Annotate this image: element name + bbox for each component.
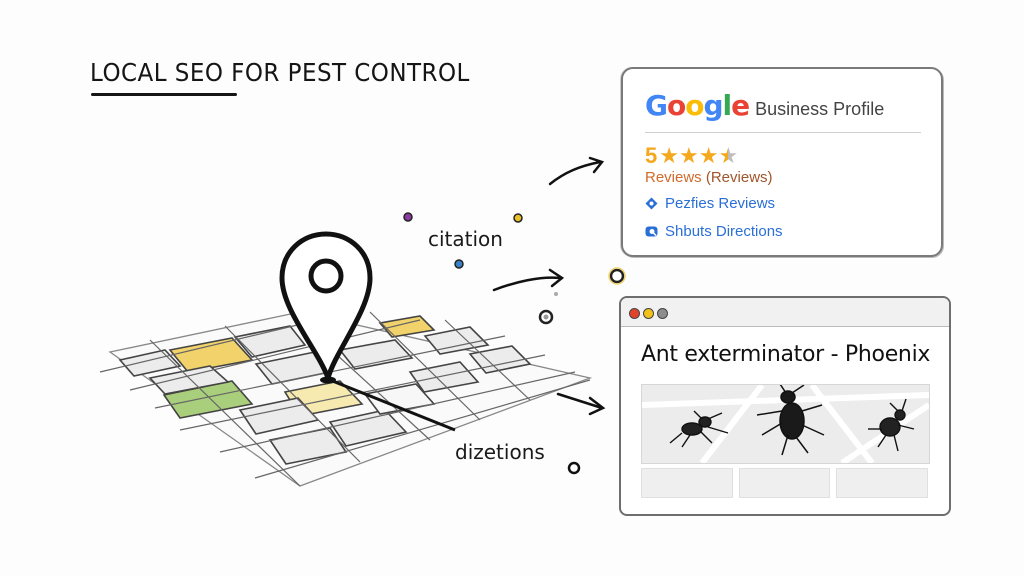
arrow-to-browser: [556, 392, 604, 410]
citation-label: citation: [428, 227, 503, 251]
map-tiles: [118, 315, 532, 465]
google-logo: Google: [645, 89, 750, 122]
rating-value: 5: [645, 143, 658, 168]
reviews-link[interactable]: Pezfies Reviews: [645, 195, 775, 212]
page-title: LOCAL SEO FOR PEST CONTROL: [90, 58, 470, 87]
map-pin-icon: [279, 231, 373, 384]
hero-image: [641, 384, 930, 464]
maximize-button[interactable]: [657, 308, 668, 319]
star-icon: ★: [698, 143, 719, 168]
tag-icon: [645, 197, 658, 210]
title-underline: [91, 93, 237, 96]
ant-icon: [669, 410, 729, 448]
rating-row: 5 ★ ★ ★ ★: [645, 143, 738, 169]
bug-icon: [868, 398, 915, 452]
star-icon: ★: [659, 143, 679, 168]
arrows: [492, 156, 606, 416]
star-icon: ★: [678, 143, 699, 168]
webpage-heading: Ant exterminator - Phoenix: [641, 342, 931, 367]
tile-yellow-2: [378, 315, 436, 338]
directions-line: [329, 378, 456, 432]
gbp-header: Google Business Profile: [645, 89, 884, 122]
page-content-placeholder: [641, 468, 929, 498]
gbp-subtitle: Business Profile: [755, 99, 885, 119]
arrow-to-gbp: [548, 160, 602, 186]
beetle-icon: [756, 385, 825, 456]
map-background: [642, 385, 929, 463]
half-star-icon: ★: [718, 143, 739, 168]
decor-dots: [403, 212, 626, 475]
browser-window: Ant exterminator - Phoenix: [619, 296, 951, 516]
directions-label: dizetions: [455, 440, 545, 464]
directions-link[interactable]: Shbuts Directions: [645, 223, 783, 240]
divider: [645, 132, 921, 133]
close-button[interactable]: [629, 308, 640, 319]
google-business-profile-card[interactable]: Google Business Profile 5 ★ ★ ★ ★ Review…: [621, 67, 943, 257]
browser-titlebar: [621, 298, 949, 327]
directions-icon: [645, 226, 658, 237]
minimize-button[interactable]: [643, 308, 654, 319]
reviews-count[interactable]: Reviews (Reviews): [645, 169, 773, 186]
